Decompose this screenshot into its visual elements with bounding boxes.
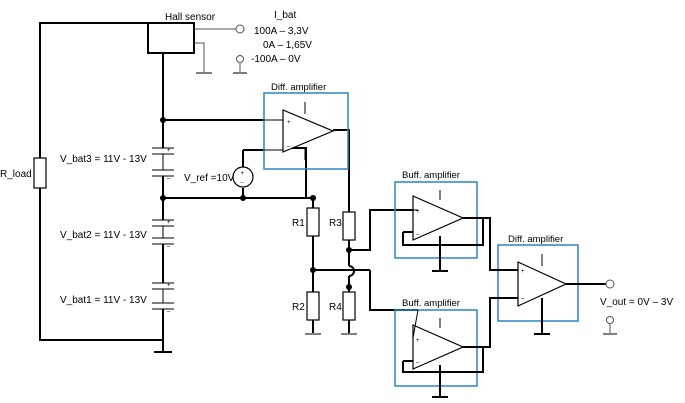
hall-sensor	[147, 22, 247, 74]
signal-wires	[163, 119, 418, 335]
diff1-plus: +	[287, 120, 291, 126]
buff-amplifier-1: + – Buff. amplifier	[394, 170, 484, 272]
bat2-minus: –	[167, 244, 171, 250]
vout-label: V_out = 0V – 3V	[600, 297, 673, 308]
battery-1	[152, 282, 174, 310]
node-dots	[160, 117, 352, 290]
diff1-label: Diff. amplifier	[271, 82, 326, 93]
battery-2	[152, 219, 174, 245]
vref-minus: –	[241, 180, 245, 186]
bat2-plus: +	[167, 220, 171, 226]
r1-resistor	[306, 207, 320, 237]
bat3-minus: –	[167, 176, 171, 182]
bat1-label: V_bat1 = 11V - 13V	[60, 295, 147, 306]
buff2-minus: –	[416, 360, 420, 366]
bat3-plus: +	[167, 148, 171, 154]
r-load-resistor	[33, 157, 47, 189]
r2-resistor	[306, 291, 320, 321]
battery-3	[152, 147, 174, 177]
bat3-label: V_bat3 = 11V - 13V	[60, 154, 147, 165]
bat1-minus: –	[167, 309, 171, 315]
diff2-label: Diff. amplifier	[508, 234, 563, 245]
diff-amplifier-1: + – Diff. amplifier	[263, 82, 349, 170]
bat1-plus: +	[167, 283, 171, 289]
hall-sensor-label: Hall sensor	[165, 12, 216, 23]
output-terminals	[603, 279, 617, 335]
bat2-label: V_bat2 = 11V - 13V	[60, 230, 147, 241]
r1-label: R1	[292, 218, 305, 229]
ibat-line2: 0A – 1,65V	[263, 40, 312, 51]
buff2-label: Buff. amplifier	[402, 298, 460, 309]
r4-label: R4	[329, 302, 342, 313]
vref-plus: +	[241, 171, 245, 177]
ibat-line1: 100A – 3,3V	[254, 26, 309, 37]
r-load-label: R_load	[0, 169, 32, 180]
buff1-label: Buff. amplifier	[402, 170, 460, 181]
ibat-title: I_bat	[274, 10, 296, 21]
diff2-plus: +	[521, 269, 525, 275]
r3-label: R3	[329, 218, 342, 229]
r2-label: R2	[292, 302, 305, 313]
r4-resistor	[342, 291, 356, 321]
diff1-minus: –	[287, 144, 291, 150]
buff1-minus: –	[416, 232, 420, 238]
vref-label: V_ref =10V	[184, 173, 235, 184]
vref-source: + –	[232, 166, 254, 188]
ibat-line3: -100A – 0V	[251, 54, 301, 65]
buff2-plus: +	[416, 338, 420, 344]
r3-resistor	[342, 211, 356, 241]
diff-amplifier-2: + – Diff. amplifier	[483, 217, 606, 348]
diff2-minus: –	[521, 296, 525, 302]
buff-amplifier-2: + – Buff. amplifier	[394, 298, 484, 398]
buff1-plus: +	[416, 209, 420, 215]
